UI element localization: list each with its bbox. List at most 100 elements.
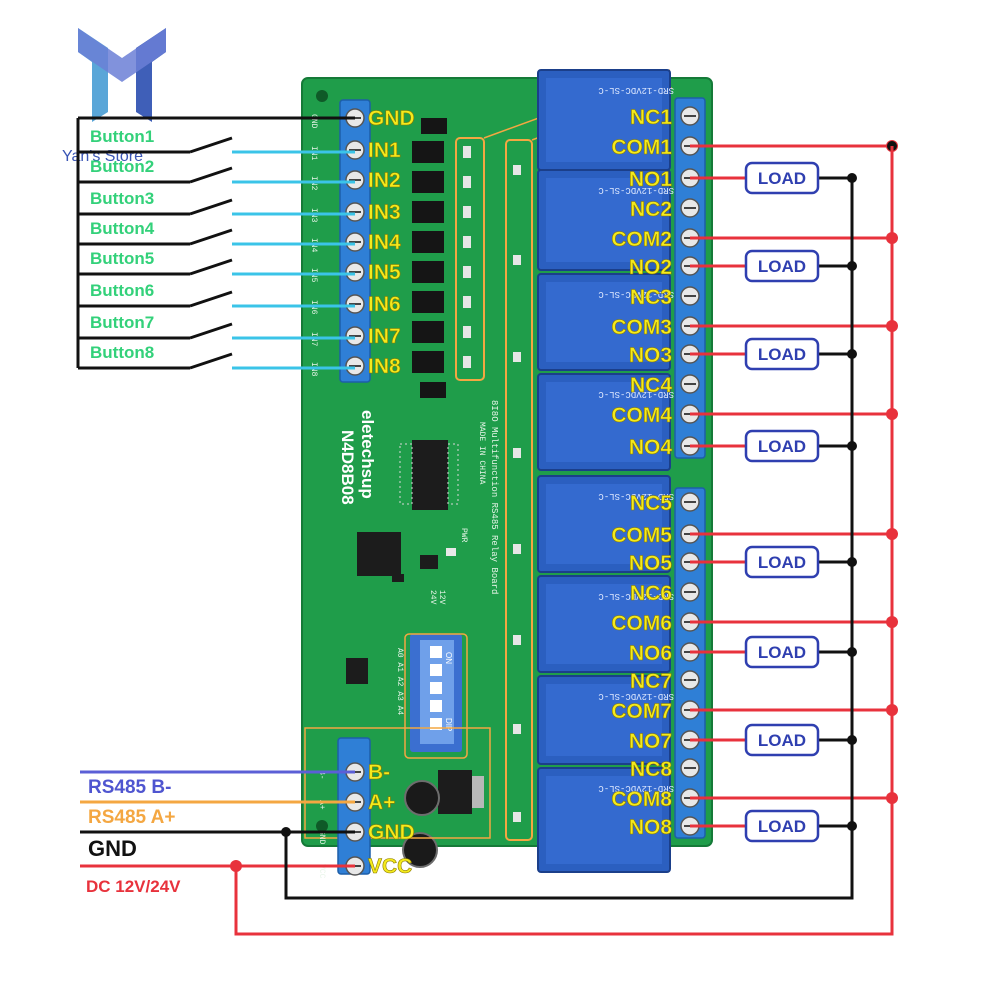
relay-terminal-label-no3: NO3 [629,344,672,367]
relay-3: SRD-12VDC-SL-C [537,273,674,371]
dip-address-label: A0 A1 A2 A3 A4 [395,648,404,715]
load-label: LOAD [758,643,806,662]
input-terminal-label-in6: IN6 [368,293,401,316]
wire-label-dc: DC 12V/24V [86,877,181,896]
wire-label-rs485-a: RS485 A+ [88,807,176,828]
relay-terminal-label-com1: COM1 [611,136,672,159]
relay-terminal-block-1 [674,97,706,459]
switch-contact [189,352,233,370]
button-label-5: Button5 [90,249,154,268]
input-terminal-label-gnd: GND [368,107,415,130]
relay-terminal-block-2 [674,487,706,839]
load-box-3: LOAD [744,337,820,371]
capacitor [402,832,438,868]
load-box-6: LOAD [744,635,820,669]
relay-terminal-label-nc1: NC1 [630,106,672,129]
output-led-group [505,139,533,841]
load-box-8: LOAD [744,809,820,843]
relay-terminal-label-com7: COM7 [611,700,672,723]
load-label: LOAD [758,437,806,456]
board-model: N4D8B08 [338,430,357,505]
voltage-regulator [438,770,472,814]
switch-contact [189,290,233,308]
load-label: LOAD [758,169,806,188]
relay-4: SRD-12VDC-SL-C [537,373,674,471]
dip-label: DIP [444,718,453,731]
load-label: LOAD [758,257,806,276]
relay-terminal-label-nc4: NC4 [630,374,672,397]
load-label: LOAD [758,345,806,364]
input-terminal-label-in4: IN4 [368,231,401,254]
relay-terminal-label-com3: COM3 [611,316,672,339]
input-terminal-label-in7: IN7 [368,325,401,348]
relay-8: SRD-12VDC-SL-C [537,767,674,873]
relay-terminal-label-no7: NO7 [629,730,672,753]
relays: SRD-12VDC-SL-C SRD-12VDC-SL-C SRD-12VDC-SL… [537,69,674,873]
relay-terminal-label-nc3: NC3 [630,286,672,309]
capacitor [404,780,440,816]
input-led-group [455,137,485,381]
relay-6: SRD-12VDC-SL-C [537,575,674,673]
power-terminal-label-gnd: GND [368,821,415,844]
switch-contact [189,322,233,340]
svg-text:A+: A+ [317,800,326,810]
button-label-2: Button2 [90,157,154,176]
power-terminal-label-vcc: VCC [368,855,412,878]
board-made-in: MADE IN CHINA [477,422,486,485]
relay-terminal-label-no5: NO5 [629,552,673,575]
relay-marking: SRD-12VDC-SL-C [598,691,674,701]
relay-marking: SRD-12VDC-SL-C [598,491,674,501]
load-label: LOAD [758,553,806,572]
relay-terminal-label-com8: COM8 [611,788,672,811]
relay-terminal-label-nc8: NC8 [630,758,672,781]
board-brand: eletechsup [358,410,377,499]
button-label-6: Button6 [90,281,154,300]
switch-contact [189,136,233,154]
switch-contact [189,166,233,184]
v24-label: 24V [428,590,437,605]
button-label-3: Button3 [90,189,154,208]
relay-terminal-label-no6: NO6 [629,642,672,665]
input-terminal-label-in2: IN2 [368,169,401,192]
wire-label-rs485-b: RS485 B- [88,777,171,798]
power-terminal-label-b: B- [368,761,390,784]
relay-5: SRD-12VDC-SL-C [537,475,674,573]
relay-2: SRD-12VDC-SL-C [537,169,674,271]
load-box-1: LOAD [744,161,820,195]
relay-marking: SRD-12VDC-SL-C [598,783,674,793]
relay-terminal-label-no8: NO8 [629,816,673,839]
relay-terminal-label-nc5: NC5 [630,492,672,515]
board-description: 8I8O Multifunction RS485 Relay Board [489,400,499,594]
driver-chip [412,440,448,510]
svg-text:B-: B- [317,770,326,780]
svg-text:GND: GND [317,830,326,845]
relay-terminal-label-no1: NO1 [629,168,673,191]
transceiver-chip [346,658,368,684]
svg-text:VCC: VCC [317,864,326,879]
button-label-7: Button7 [90,313,154,332]
power-terminal-label-a: A+ [368,791,395,814]
relay-terminal-label-com2: COM2 [611,228,672,251]
button-label-4: Button4 [90,219,155,238]
load-label: LOAD [758,817,806,836]
relay-marking: SRD-12VDC-SL-C [598,289,674,299]
relay-terminal-label-no2: NO2 [629,256,672,279]
load-box-5: LOAD [744,545,820,579]
relay-marking: SRD-12VDC-SL-C [598,185,674,195]
relay-terminal-label-nc7: NC7 [630,670,672,693]
relay-terminal-label-nc2: NC2 [630,198,672,221]
load-box-2: LOAD [744,249,820,283]
relay-terminal-label-no4: NO4 [629,436,673,459]
optocouplers [412,141,444,373]
switch-contact [189,228,233,246]
load-label: LOAD [758,731,806,750]
relay-marking: SRD-12VDC-SL-C [598,389,674,399]
load-box-4: LOAD [744,429,820,463]
button-label-1: Button1 [90,127,154,146]
input-terminal-label-in1: IN1 [368,139,401,162]
load-box-7: LOAD [744,723,820,757]
relay-terminal-label-com5: COM5 [611,524,672,547]
button-label-8: Button8 [90,343,154,362]
input-terminal-label-in3: IN3 [368,201,401,224]
